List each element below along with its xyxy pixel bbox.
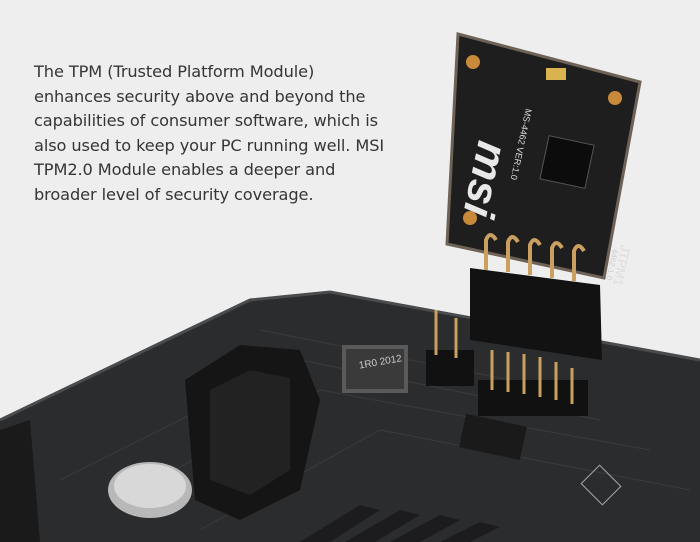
description-line: enhances security above and beyond the xyxy=(34,86,366,106)
description-line: also used to keep your PC running well. … xyxy=(34,135,385,155)
product-description: The TPM (Trusted Platform Module) enhanc… xyxy=(34,60,434,207)
tpm-module: msi MS-4462 VER:1.0 JTPM1 4462-1.0 xyxy=(445,32,642,360)
description-line: TPM2.0 Module enables a deeper and xyxy=(34,160,336,179)
description-line: The TPM (Trusted Platform Module) xyxy=(34,62,315,81)
description-line: broader level of security coverage. xyxy=(34,184,314,204)
description-line: capabilities of consumer software, which… xyxy=(34,111,378,130)
